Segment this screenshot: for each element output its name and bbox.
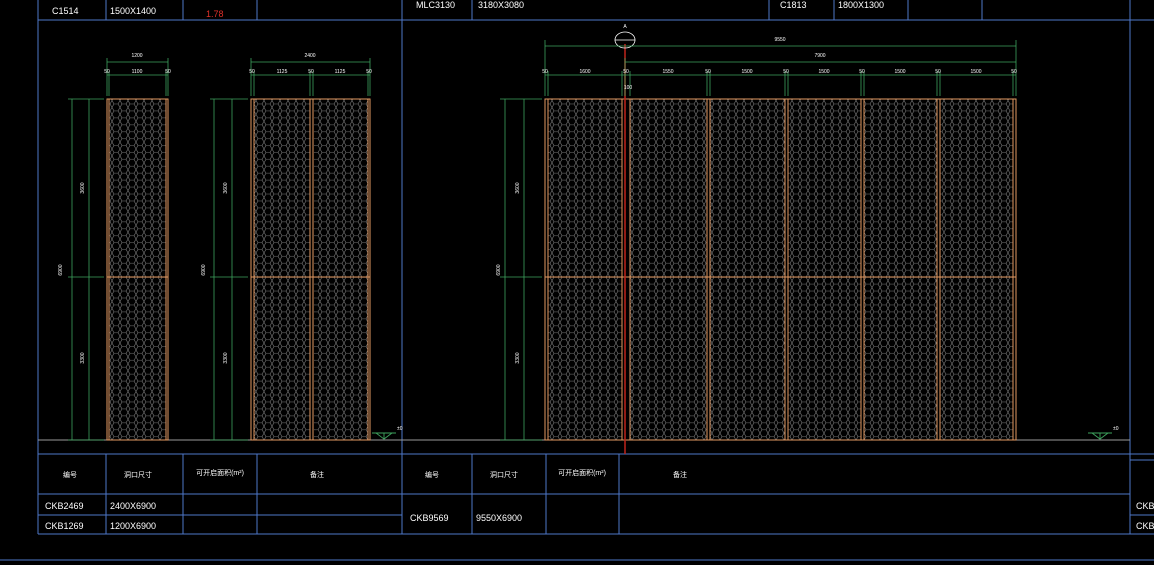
mesh-panel — [109, 99, 166, 440]
dim-width: 50 — [783, 69, 789, 75]
table-header: 可开启面积(m²) — [196, 468, 244, 477]
table-cell-code: CKB — [1136, 501, 1154, 511]
level-label: ±0 — [1113, 426, 1119, 432]
dim-height-total: 6900 — [58, 264, 64, 275]
width-dimensions — [250, 58, 371, 96]
table-cell-size: 9550X6900 — [476, 513, 522, 523]
dim-width: 50 — [1011, 69, 1017, 75]
dim-width: 1500 — [970, 69, 981, 75]
dim-height: 3300 — [515, 352, 521, 363]
table-cell-size: 2400X6900 — [110, 501, 156, 511]
table-header: 洞口尺寸 — [490, 470, 518, 479]
dim-width: 50 — [935, 69, 941, 75]
elevation-ckb1269: 1200 50 1100 50 6900 3600 3300 — [58, 53, 171, 441]
table-header: 洞口尺寸 — [124, 470, 152, 479]
top-size-middle: 3180X3080 — [478, 0, 524, 10]
panel-mullions — [545, 99, 1016, 440]
dim-width: 50 — [249, 69, 255, 75]
mesh-panel — [630, 99, 707, 440]
top-code-middle: MLC3130 — [416, 0, 455, 10]
table-cell-code: CKB — [1136, 521, 1154, 531]
mesh-panel — [710, 99, 785, 440]
height-dimensions — [68, 98, 104, 441]
mesh-panel — [548, 99, 622, 440]
elevation-ckb9569: A 9550 7900 100 50 — [496, 24, 1119, 454]
level-marker — [1088, 432, 1112, 440]
dim-width: 1500 — [741, 69, 752, 75]
width-dimensions — [106, 58, 169, 96]
dim-height-total: 6900 — [201, 264, 207, 275]
width-dimensions — [544, 40, 1017, 96]
dim-overall-width: 1200 — [131, 53, 142, 59]
mesh-panel — [864, 99, 937, 440]
top-code-left: C1514 — [52, 6, 79, 16]
dim-width: 1100 — [132, 69, 143, 75]
dim-width: 50 — [366, 69, 372, 75]
elevation-ckb2469: 2400 50 1125 50 1125 50 6900 3600 3300 ±… — [201, 53, 403, 441]
dim-width: 1500 — [894, 69, 905, 75]
axis-bubble: A — [614, 24, 636, 49]
height-dimensions — [500, 98, 542, 441]
dim-height: 3600 — [223, 182, 229, 193]
top-value-left: 1.78 — [206, 9, 224, 19]
dim-width: 50 — [859, 69, 865, 75]
top-size-right: 1800X1300 — [838, 0, 884, 10]
dim-height: 3300 — [80, 352, 86, 363]
top-size-left: 1500X1400 — [110, 6, 156, 16]
dim-height: 3600 — [80, 182, 86, 193]
dim-width: 1125 — [277, 69, 288, 75]
height-dimensions — [210, 98, 248, 441]
mesh-panel — [314, 99, 368, 440]
top-code-right: C1813 — [780, 0, 807, 10]
dim-width: 1125 — [335, 69, 346, 75]
dim-width: 1500 — [818, 69, 829, 75]
mesh-panel — [940, 99, 1013, 440]
table-cell-code: CKB1269 — [45, 521, 84, 531]
table-cell-code: CKB9569 — [410, 513, 449, 523]
table-header: 可开启面积(m²) — [558, 468, 606, 477]
dim-width: 50 — [705, 69, 711, 75]
level-label: ±0 — [397, 426, 403, 432]
dim-overall-width: 2400 — [304, 53, 315, 59]
table-header: 备注 — [673, 470, 687, 479]
dim-axis: 100 — [624, 85, 633, 91]
dim-width: 50 — [165, 69, 171, 75]
table-cell-code: CKB2469 — [45, 501, 84, 511]
dim-width: 50 — [104, 69, 110, 75]
dim-width: 50 — [308, 69, 314, 75]
dim-width: 50 — [623, 69, 629, 75]
dim-height: 3600 — [515, 182, 521, 193]
dim-height-total: 6900 — [496, 264, 502, 275]
table-header: 备注 — [310, 470, 324, 479]
level-marker — [372, 432, 396, 440]
dim-sub-width: 7900 — [814, 53, 825, 59]
panel-frame — [544, 98, 1017, 441]
dim-width: 1600 — [579, 69, 590, 75]
table-header: 编号 — [63, 470, 77, 479]
axis-label: A — [623, 24, 627, 30]
panel-frame — [106, 98, 169, 441]
dim-overall-width: 9550 — [774, 37, 785, 43]
table-header: 编号 — [425, 470, 439, 479]
dim-width: 50 — [542, 69, 548, 75]
dim-height: 3300 — [223, 352, 229, 363]
table-cell-size: 1200X6900 — [110, 521, 156, 531]
mesh-panel — [254, 99, 310, 440]
mesh-panel — [788, 99, 861, 440]
dim-width: 1550 — [662, 69, 673, 75]
